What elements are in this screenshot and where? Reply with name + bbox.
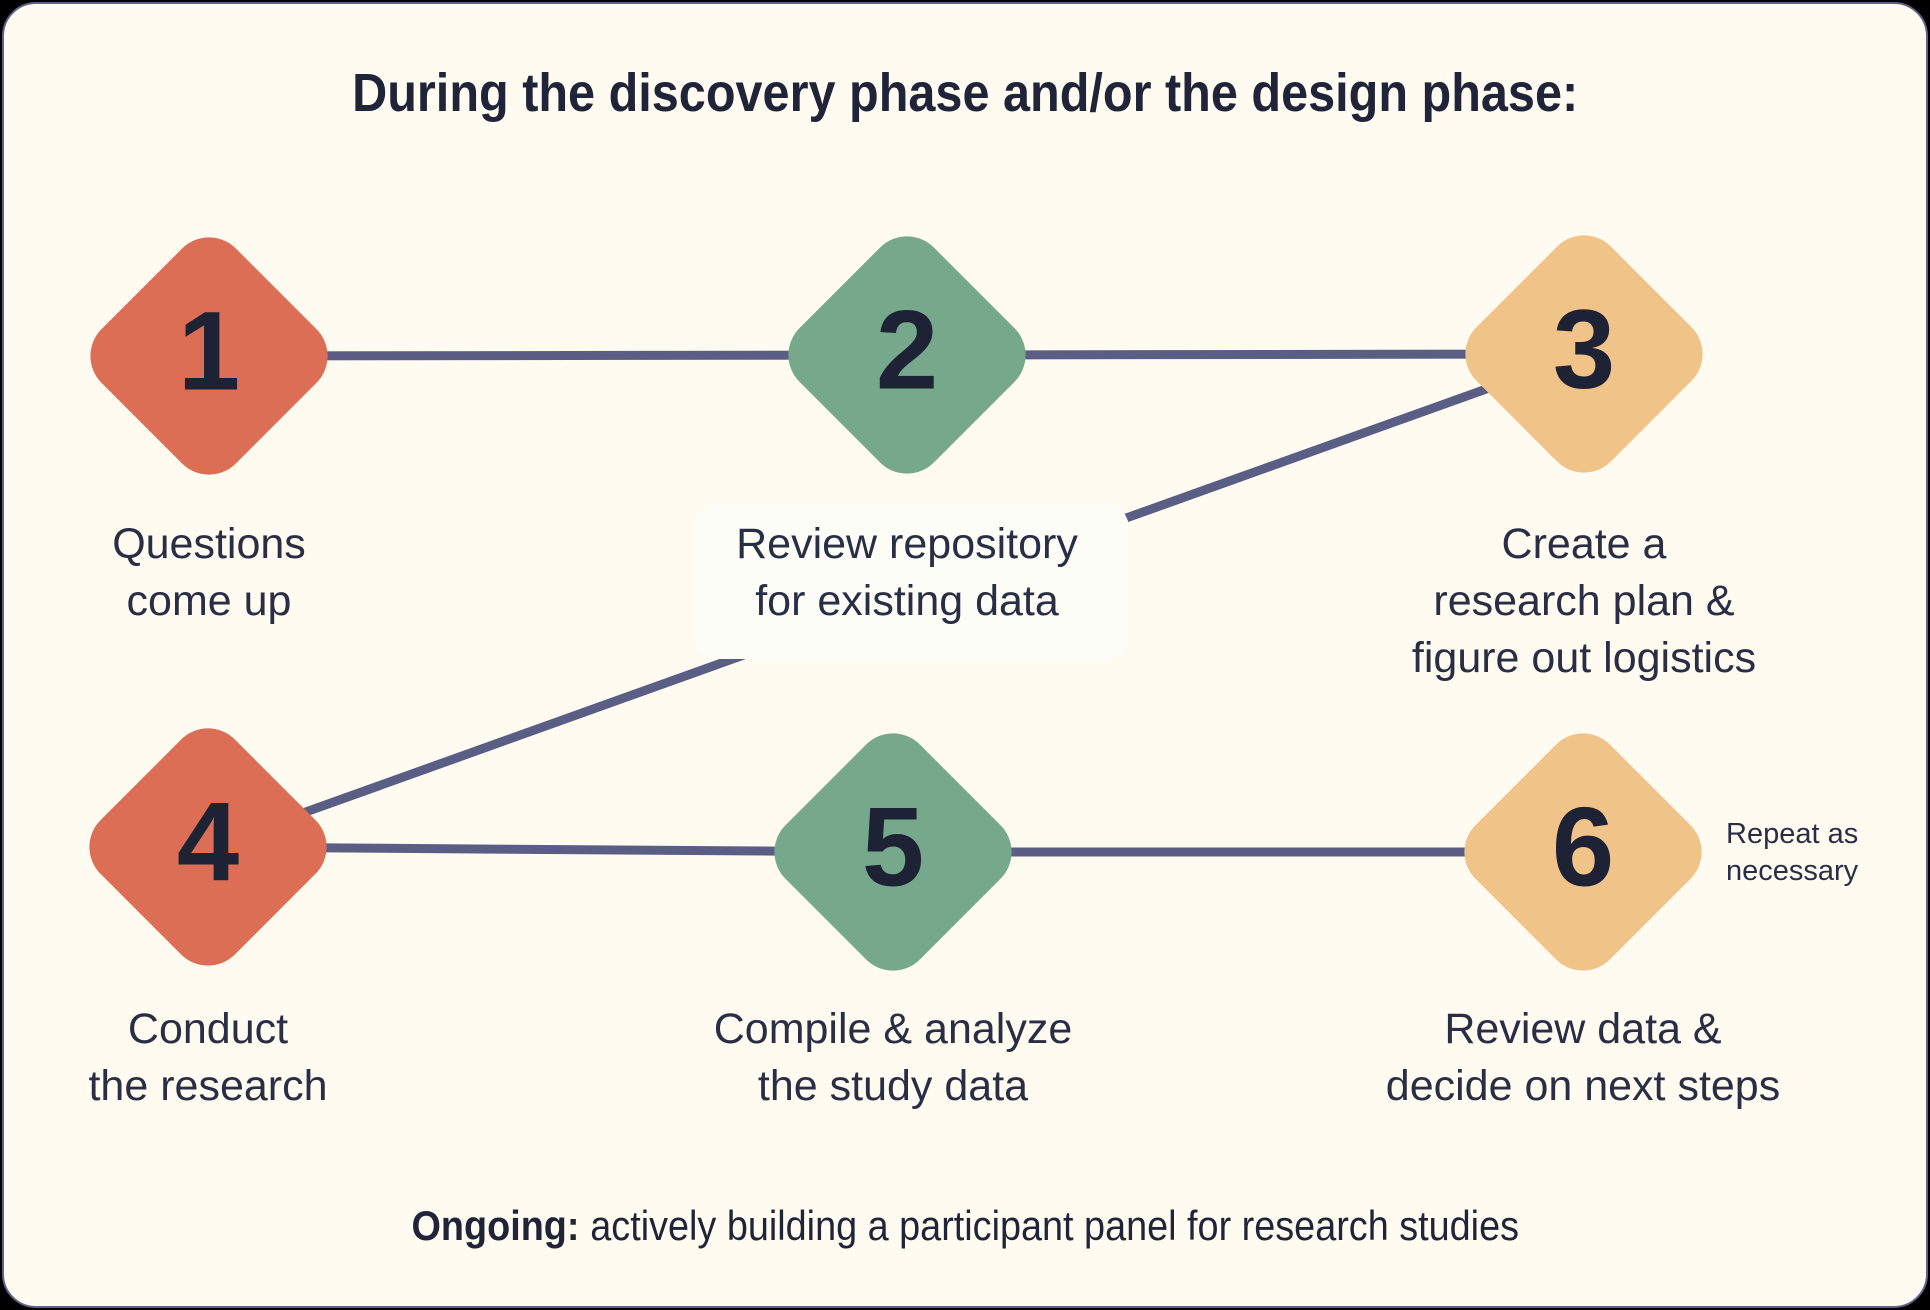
page-title: During the discovery phase and/or the de… — [4, 62, 1926, 124]
step-2-label-card — [694, 504, 1129, 659]
step-2-number: 2 — [875, 287, 939, 413]
step-3-number: 3 — [1552, 286, 1616, 412]
step-2-label: Review repository for existing data — [736, 520, 1078, 625]
page-title-text: During the discovery phase and/or the de… — [351, 63, 1579, 123]
step-4-number: 4 — [176, 779, 240, 905]
footer-note: Ongoing:actively building a participant … — [4, 1202, 1926, 1250]
footer-note-body: actively building a participant panel fo… — [590, 1202, 1519, 1249]
footer-note-text: Ongoing:actively building a participant … — [411, 1202, 1518, 1250]
footer-note-lead: Ongoing: — [411, 1202, 580, 1249]
step-5-number: 5 — [861, 784, 925, 910]
repeat-note: Repeat as necessary — [1726, 818, 1859, 887]
step-3-label: Create a research plan & figure out logi… — [1411, 520, 1757, 682]
step-5-label: Compile & analyze the study data — [713, 1005, 1073, 1110]
step-1-number: 1 — [177, 288, 241, 414]
step-6-label: Review data & decide on next steps — [1385, 1005, 1781, 1110]
step-6-number: 6 — [1551, 784, 1615, 910]
step-4-label: Conduct the research — [88, 1005, 328, 1110]
step-1-label: Questions come up — [112, 520, 306, 625]
